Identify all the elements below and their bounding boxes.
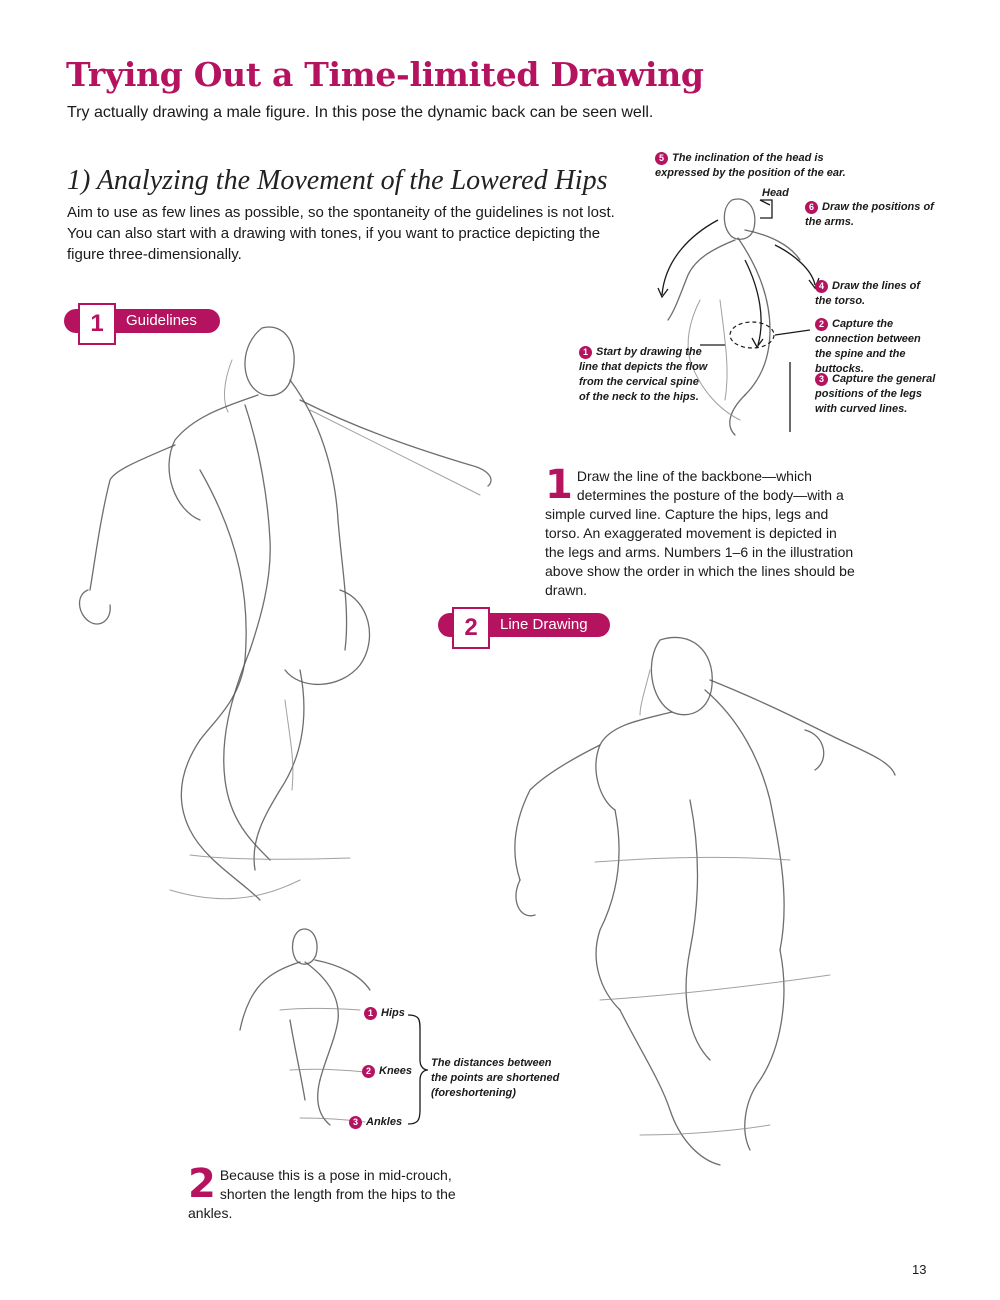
annotation-1-number: 1 <box>579 346 592 359</box>
point-knees-label: Knees <box>379 1065 413 1077</box>
point-hips: 1 Hips <box>364 1006 405 1021</box>
annotation-6-number: 6 <box>805 201 818 214</box>
annotation-3-number: 3 <box>815 373 828 386</box>
point-hips-number: 1 <box>364 1007 377 1020</box>
annotation-2-number: 2 <box>815 318 828 331</box>
step-2-note-text: Because this is a pose in mid-crouch, sh… <box>188 1167 456 1221</box>
point-knees: 2 Knees <box>362 1064 412 1079</box>
foreshortening-figure <box>239 928 429 1126</box>
step-1-note-number: 1 <box>545 462 573 508</box>
step-2-label: Line Drawing <box>500 616 588 633</box>
point-ankles-number: 3 <box>349 1116 362 1129</box>
step-1-label: Guidelines <box>126 312 197 329</box>
intro-text: Try actually drawing a male figure. In t… <box>67 104 654 121</box>
annotation-head: Head <box>762 187 789 199</box>
page-number: 13 <box>912 1262 927 1277</box>
page-title: Trying Out a Time-limited Drawing <box>66 55 704 94</box>
step-2-number: 2 <box>452 607 490 649</box>
annotation-5-text: The inclination of the head is expressed… <box>655 152 846 179</box>
step-2-note-number: 2 <box>188 1161 216 1207</box>
point-hips-label: Hips <box>381 1007 405 1019</box>
section-title: 1) Analyzing the Movement of the Lowered… <box>67 165 608 196</box>
guidelines-figure <box>78 326 492 901</box>
annotation-2-text: Capture the connection between the spine… <box>815 318 921 375</box>
reference-figure <box>657 198 820 436</box>
annotation-1-text: Start by drawing the line that depicts t… <box>579 346 708 403</box>
step-1-number: 1 <box>78 303 116 345</box>
annotation-4-number: 4 <box>815 280 828 293</box>
line-drawing-figure <box>514 636 896 1166</box>
point-ankles: 3 Ankles <box>349 1115 402 1130</box>
point-ankles-label: Ankles <box>366 1116 403 1128</box>
section-text: Aim to use as few lines as possible, so … <box>67 204 615 263</box>
points-note: The distances between the points are sho… <box>431 1057 560 1099</box>
annotation-3-text: Capture the general positions of the leg… <box>815 373 936 415</box>
annotation-4-text: Draw the lines of the torso. <box>815 280 921 307</box>
step-1-note-text: Draw the line of the backbone—which dete… <box>545 468 855 598</box>
point-knees-number: 2 <box>362 1065 375 1078</box>
annotation-6-text: Draw the positions of the arms. <box>805 201 934 228</box>
annotation-5-number: 5 <box>655 152 668 165</box>
